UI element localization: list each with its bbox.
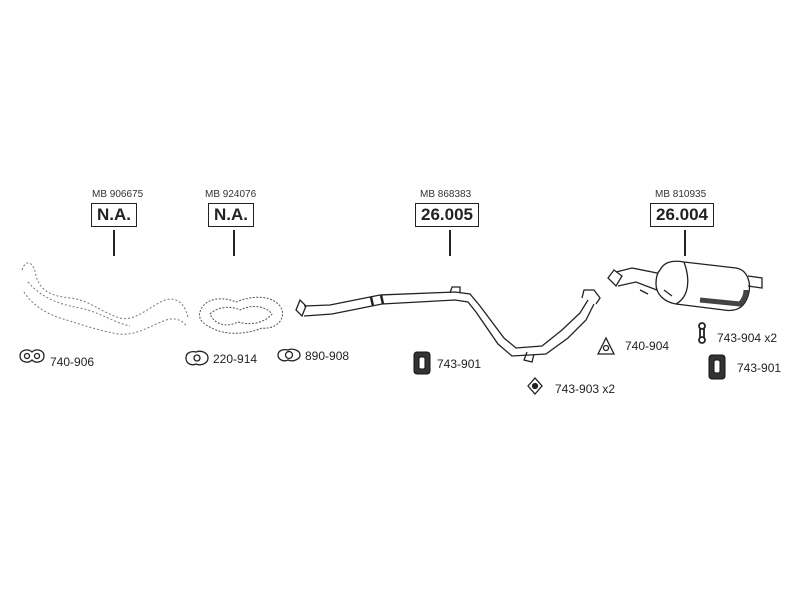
leader-line [233, 230, 235, 256]
rear-silencer-part [607, 260, 763, 312]
hanger-link-icon [698, 322, 706, 344]
leader-line [684, 230, 686, 256]
leader-line [449, 230, 451, 256]
accessory-label[interactable]: 740-906 [50, 355, 95, 369]
accessory-label[interactable]: 890-908 [305, 349, 350, 363]
part-number-box-middle-pipe[interactable]: 26.005 [415, 203, 479, 227]
accessory-label[interactable]: 743-901 [437, 357, 482, 371]
gasket-icon [19, 349, 45, 363]
accessory-label[interactable]: 740-904 [625, 339, 670, 353]
accessory-label[interactable]: 743-901 [737, 361, 782, 375]
ring-gasket-icon [277, 348, 301, 362]
accessory-label[interactable]: 220-914 [213, 352, 258, 366]
part-ref-rear-silencer: MB 810935 [655, 189, 707, 200]
mount-icon [527, 377, 543, 395]
rubber-hanger-icon [708, 354, 726, 380]
downpipe-part [21, 262, 189, 335]
part-number-box-rear-silencer[interactable]: 26.004 [650, 203, 714, 227]
catalytic-converter-part [199, 296, 284, 334]
accessory-label[interactable]: 743-904 x2 [717, 331, 778, 345]
flange-gasket-icon [185, 350, 209, 366]
rubber-hanger-icon [413, 351, 431, 375]
accessory-label[interactable]: 743-903 x2 [555, 382, 616, 396]
middle-pipe-part [295, 286, 601, 363]
triangle-gasket-icon [596, 336, 616, 355]
leader-line [113, 230, 115, 256]
part-ref-downpipe: MB 906675 [92, 189, 144, 200]
part-number-box-catalyst[interactable]: N.A. [208, 203, 254, 227]
part-ref-catalyst: MB 924076 [205, 189, 257, 200]
part-ref-middle-pipe: MB 868383 [420, 189, 472, 200]
part-number-box-downpipe[interactable]: N.A. [91, 203, 137, 227]
